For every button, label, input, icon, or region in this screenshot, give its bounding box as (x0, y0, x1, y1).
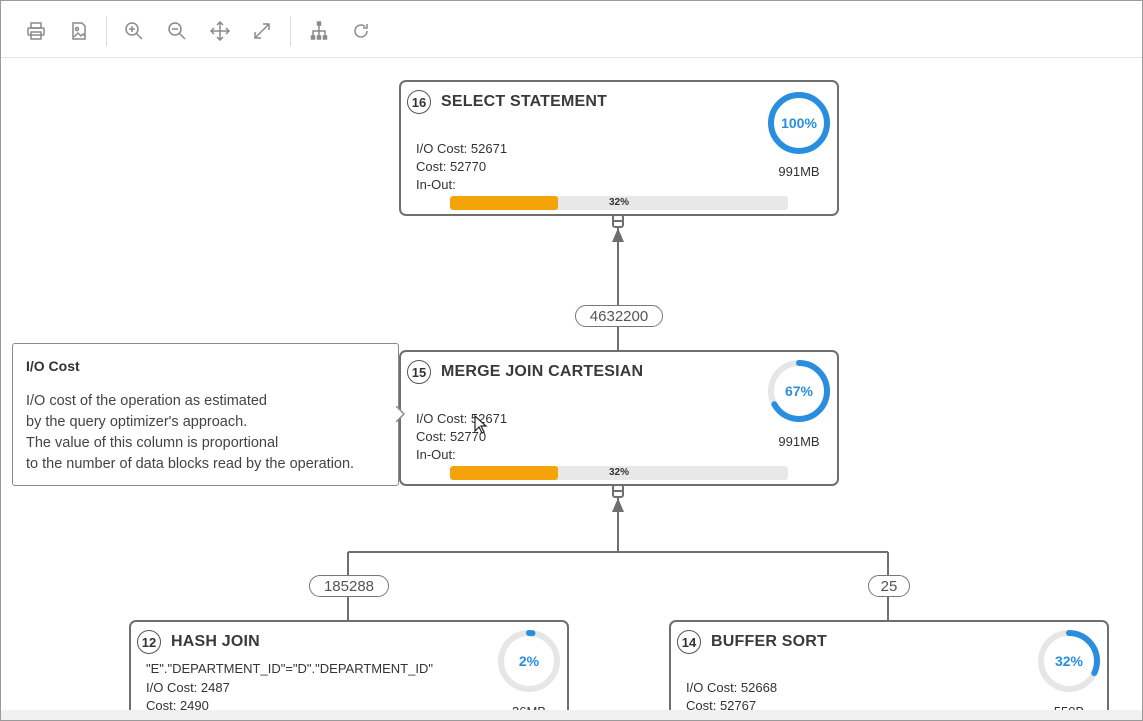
io-cost-text[interactable]: I/O Cost: 52671 (416, 141, 508, 156)
export-image-button[interactable] (66, 18, 92, 44)
plan-node-select-statement[interactable]: 16 SELECT STATEMENT I/O Cost: 52671 Cost… (399, 80, 839, 216)
tooltip-line: I/O cost of the operation as estimated (26, 393, 267, 409)
refresh-button[interactable] (348, 18, 374, 44)
horizontal-scrollbar[interactable] (1, 710, 1142, 720)
io-cost-text[interactable]: I/O Cost: 52671 (416, 411, 508, 426)
tree-layout-icon (310, 21, 328, 40)
cost-gauge-label: 100% (781, 115, 817, 131)
gauge-arc (768, 360, 830, 422)
gauge-arc (768, 92, 830, 154)
zoom-in-icon (125, 22, 143, 40)
in-out-bar: 32% (450, 466, 788, 480)
cost-text[interactable]: Cost: 2490 (146, 698, 209, 713)
toolbar (1, 1, 1142, 58)
in-out-bar-label: 32% (608, 197, 629, 208)
node-title: BUFFER SORT (711, 633, 827, 650)
node-title: HASH JOIN (171, 633, 260, 650)
fit-screen-button[interactable] (249, 18, 275, 44)
node-index-badge: 16 (407, 90, 431, 114)
in-out-bar: 32% (450, 196, 788, 210)
tooltip-title: I/O Cost (26, 358, 80, 374)
cost-gauge: 2% (495, 627, 563, 695)
zoom-out-icon (168, 22, 186, 40)
mouse-cursor-icon (474, 415, 488, 434)
toolbar-separator (290, 16, 291, 46)
cost-text[interactable]: Cost: 52770 (416, 159, 487, 174)
io-cost-text[interactable]: I/O Cost: 52668 (686, 680, 778, 695)
cost-text[interactable]: Cost: 52767 (686, 698, 757, 713)
node-index-badge: 15 (407, 360, 431, 384)
plan-node-merge-join-cartesian[interactable]: 15 MERGE JOIN CARTESIAN I/O Cost: 52671 … (399, 350, 839, 486)
print-button[interactable] (23, 18, 49, 44)
zoom-out-button[interactable] (164, 18, 190, 44)
tooltip-line: The value of this column is proportional (26, 435, 279, 451)
edge-rows-label: 185288 (309, 575, 389, 597)
tooltip-line: by the query optimizer's approach. (26, 414, 248, 430)
size-text: 991MB (778, 164, 820, 179)
cost-gauge-label: 32% (1054, 653, 1084, 669)
arrow-head (612, 498, 624, 512)
in-out-bar-label: 32% (608, 467, 629, 478)
cost-gauge: 100% (765, 89, 833, 157)
gauge-arc (1038, 630, 1100, 692)
size-text: 991MB (778, 434, 820, 449)
edge-rows-label: 25 (868, 575, 910, 597)
print-icon (27, 22, 45, 40)
cost-gauge-label: 67% (784, 383, 814, 399)
node-index-badge: 12 (137, 630, 161, 654)
tooltip-line: to the number of data blocks read by the… (26, 456, 355, 472)
cost-gauge: 32% (1035, 627, 1103, 695)
io-cost-text[interactable]: I/O Cost: 2487 (146, 680, 230, 695)
zoom-in-button[interactable] (121, 18, 147, 44)
plan-canvas[interactable]: 4632200 185288 25 16 SELECT STATEMENT I/… (1, 58, 1142, 720)
node-index-badge: 14 (677, 630, 701, 654)
toolbar-separator (106, 16, 107, 46)
fit-screen-icon (254, 23, 270, 39)
tree-layout-button[interactable] (306, 18, 332, 44)
node-title: MERGE JOIN CARTESIAN (441, 363, 644, 380)
edge-rows-label: 4632200 (575, 305, 663, 327)
node-title: SELECT STATEMENT (441, 93, 608, 110)
pan-button[interactable] (207, 18, 233, 44)
in-out-bar-fill (450, 466, 559, 480)
export-image-icon (72, 22, 86, 40)
in-out-text[interactable]: In-Out: (416, 177, 456, 192)
tooltip-pointer (396, 406, 406, 422)
join-predicate-text: "E"."DEPARTMENT_ID"="D"."DEPARTMENT_ID" (146, 661, 433, 676)
io-cost-tooltip: I/O Cost I/O cost of the operation as es… (12, 343, 406, 486)
cost-gauge-label: 2% (518, 653, 540, 669)
refresh-icon (354, 24, 368, 38)
plan-node-hash-join[interactable]: 12 HASH JOIN "E"."DEPARTMENT_ID"="D"."DE… (129, 620, 569, 720)
plan-node-buffer-sort[interactable]: 14 BUFFER SORT I/O Cost: 52668 Cost: 527… (669, 620, 1109, 720)
in-out-text[interactable]: In-Out: (416, 447, 456, 462)
in-out-bar-fill (450, 196, 559, 210)
cost-text[interactable]: Cost: 52770 (416, 429, 487, 444)
gauge-arc (498, 630, 560, 692)
arrow-head (612, 228, 624, 242)
pan-icon (210, 21, 230, 41)
cost-gauge: 67% (765, 357, 833, 425)
